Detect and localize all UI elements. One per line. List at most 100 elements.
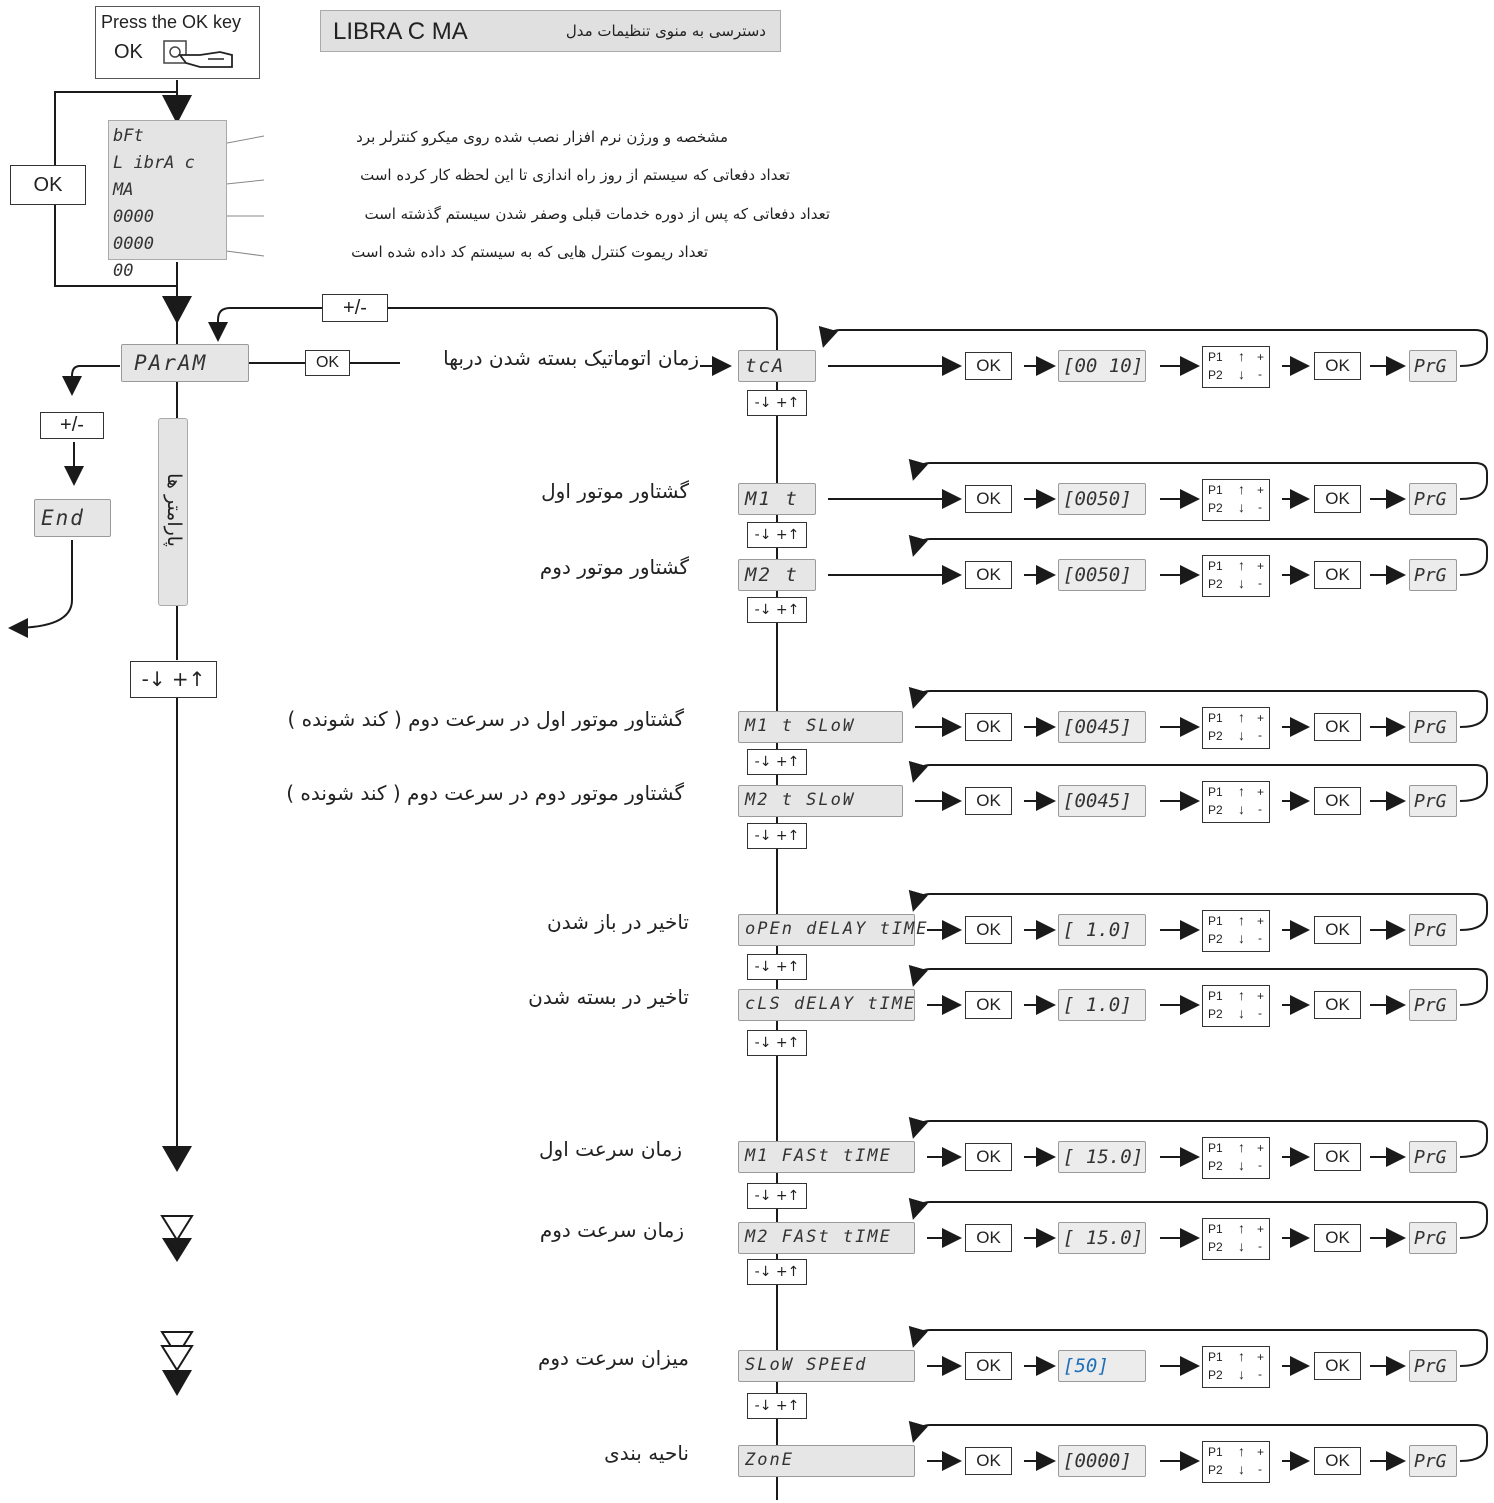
parameters-side-panel: پارامتر ها (158, 418, 188, 606)
row-scroll-box[interactable]: -↓ +↑ (747, 1393, 807, 1419)
down-arrow-icon: ↓ (1238, 499, 1245, 515)
minus-label: - (1258, 931, 1262, 945)
row-display: M2 FASt tIME (738, 1222, 915, 1254)
row-confirm-ok-button[interactable]: OK (1314, 485, 1361, 513)
minus-label: - (1258, 1367, 1262, 1381)
row-ok-button[interactable]: OK (965, 991, 1012, 1019)
prg-display: PrG (1409, 1141, 1457, 1173)
parameters-side-label: پارامتر ها (163, 473, 185, 547)
row-ok-button[interactable]: OK (965, 485, 1012, 513)
plus-minus-top-button[interactable]: +/- (322, 294, 388, 322)
title-subtitle: دسترسی به منوی تنظیمات مدل (565, 22, 766, 40)
up-arrow-icon: ↑ (1238, 1443, 1245, 1459)
row-display: M1 FASt tIME (738, 1141, 915, 1173)
row-ok-button[interactable]: OK (965, 1447, 1012, 1475)
row-scroll-box[interactable]: -↓ +↑ (747, 1183, 807, 1209)
row-scroll-box[interactable]: -↓ +↑ (747, 823, 807, 849)
row-scroll-box[interactable]: -↓ +↑ (747, 749, 807, 775)
row-ok-button[interactable]: OK (965, 352, 1012, 380)
up-arrow-icon: ↑ (1238, 1139, 1245, 1155)
row-label: گشتاور موتور اول در سرعت دوم ( کند شونده… (287, 707, 684, 731)
p2-label: P2 (1208, 368, 1223, 382)
row-scroll-box[interactable]: -↓ +↑ (747, 390, 807, 416)
display-line-5: 00 (113, 261, 134, 281)
ok-loop-button[interactable]: OK (10, 165, 86, 205)
row-scroll-box[interactable]: -↓ +↑ (747, 1259, 807, 1285)
param-ok-button[interactable]: OK (305, 350, 350, 376)
display-note-1: مشخصه و ورژن نرم افزار نصب شده روی میکرو… (356, 128, 728, 146)
row-label: گشتاور موتور دوم در سرعت دوم ( کند شونده… (286, 781, 684, 805)
row-ok-button[interactable]: OK (965, 561, 1012, 589)
minus-label: - (1258, 1006, 1262, 1020)
row-confirm-ok-button[interactable]: OK (1314, 1224, 1361, 1252)
info-display: bFt L ibrA c MA 0000 0000 00 (108, 120, 227, 281)
p2-label: P2 (1208, 1159, 1223, 1173)
prg-display: PrG (1409, 989, 1457, 1021)
display-line-4: 0000 (113, 234, 154, 254)
plus-label: + (1257, 1141, 1265, 1155)
p1-label: P1 (1208, 559, 1223, 573)
row-ok-button[interactable]: OK (965, 1143, 1012, 1171)
row-label: ناحیه بندی (604, 1441, 689, 1465)
row-confirm-ok-button[interactable]: OK (1314, 787, 1361, 815)
plus-label: + (1257, 711, 1265, 725)
row-confirm-ok-button[interactable]: OK (1314, 352, 1361, 380)
minus-label: - (1258, 500, 1262, 514)
row-confirm-ok-button[interactable]: OK (1314, 1352, 1361, 1380)
row-scroll-box[interactable]: -↓ +↑ (747, 597, 807, 623)
prg-display: PrG (1409, 1222, 1457, 1254)
p2-label: P2 (1208, 1463, 1223, 1477)
start-ok-text: OK (114, 41, 143, 63)
row-ok-button[interactable]: OK (965, 916, 1012, 944)
p1-label: P1 (1208, 350, 1223, 364)
plus-minus-left-button[interactable]: +/- (40, 412, 104, 439)
p2-label: P2 (1208, 729, 1223, 743)
minus-label: - (1258, 367, 1262, 381)
up-arrow-icon: ↑ (1238, 557, 1245, 573)
row-ok-button[interactable]: OK (965, 1352, 1012, 1380)
row-confirm-ok-button[interactable]: OK (1314, 1447, 1361, 1475)
row-value: [0050] (1058, 483, 1146, 515)
row-confirm-ok-button[interactable]: OK (1314, 713, 1361, 741)
row-confirm-ok-button[interactable]: OK (1314, 916, 1361, 944)
row-confirm-ok-button[interactable]: OK (1314, 561, 1361, 589)
row-confirm-ok-button[interactable]: OK (1314, 1143, 1361, 1171)
up-arrow-icon: ↑ (1238, 709, 1245, 725)
p2-label: P2 (1208, 1240, 1223, 1254)
row-ok-button[interactable]: OK (965, 713, 1012, 741)
row-display: M1 t (738, 483, 816, 515)
row-scroll-box[interactable]: -↓ +↑ (747, 954, 807, 980)
display-line-2: L ibrA c MA (113, 153, 195, 200)
row-scroll-box[interactable]: -↓ +↑ (747, 1030, 807, 1056)
row-label: تاخیر در باز شدن (547, 910, 689, 934)
row-label: میزان سرعت دوم (537, 1346, 689, 1370)
row-ok-button[interactable]: OK (965, 787, 1012, 815)
row-ok-button[interactable]: OK (965, 1224, 1012, 1252)
p1-label: P1 (1208, 1445, 1223, 1459)
p2-label: P2 (1208, 577, 1223, 591)
row-confirm-ok-button[interactable]: OK (1314, 991, 1361, 1019)
row-scroll-box[interactable]: -↓ +↑ (747, 522, 807, 548)
row-value: [50] (1058, 1350, 1146, 1382)
left-scroll-box[interactable]: -↓ +↑ (130, 661, 217, 698)
minus-label: - (1258, 802, 1262, 816)
row-display: M2 t (738, 559, 816, 591)
p2-label: P2 (1208, 1007, 1223, 1021)
plus-label: + (1257, 989, 1265, 1003)
down-arrow-icon: ↓ (1238, 1005, 1245, 1021)
row-display: ZonE (738, 1445, 915, 1477)
p2-label: P2 (1208, 1368, 1223, 1382)
row-display: cLS dELAY tIME (738, 989, 915, 1021)
